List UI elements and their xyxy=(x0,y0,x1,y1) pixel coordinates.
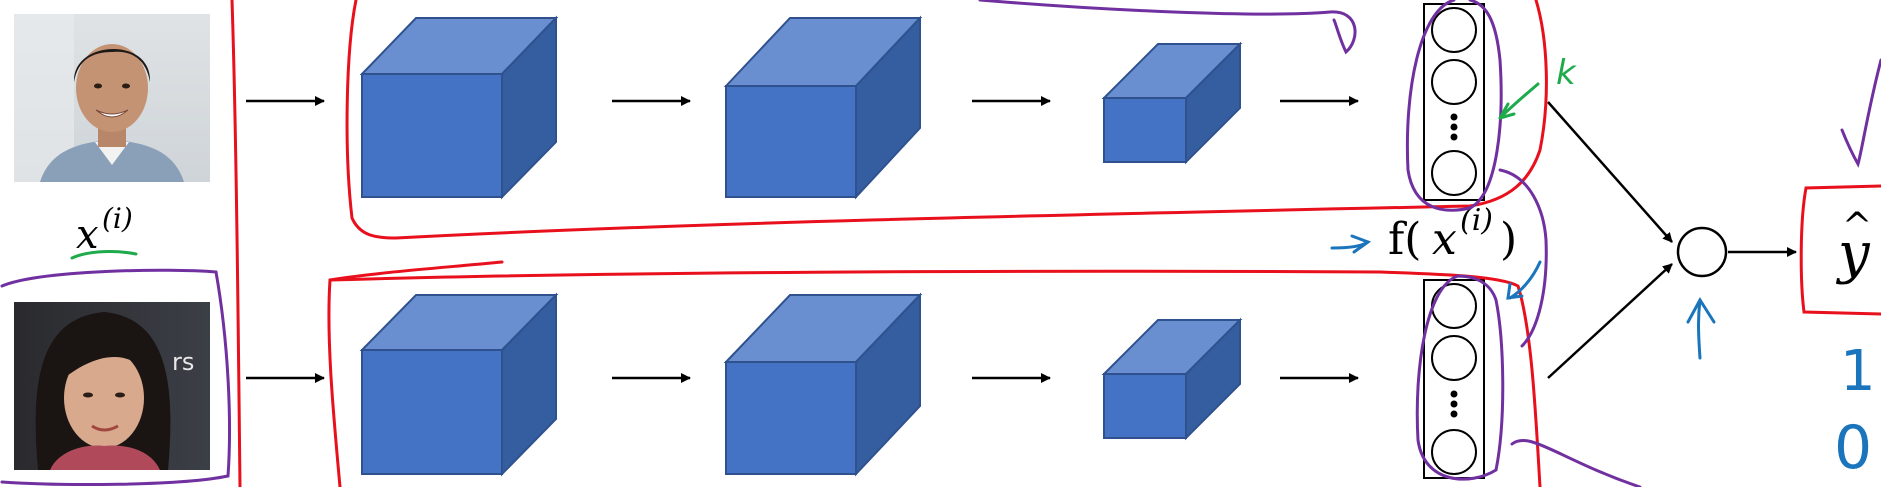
input-label-var: x xyxy=(76,212,99,258)
encoding-label: f( x (i) ) xyxy=(1388,203,1517,265)
cube-top-1 xyxy=(359,15,559,200)
converge-arrows xyxy=(1547,101,1797,379)
green-annotations xyxy=(1498,82,1540,120)
annotation-k: k xyxy=(1556,53,1577,93)
annotation-one: 1 xyxy=(1840,339,1876,404)
output-neuron xyxy=(1676,226,1728,278)
red-annotations xyxy=(230,0,1548,487)
cube-top-2 xyxy=(723,15,923,200)
input-label: x (i) xyxy=(70,202,138,260)
input-label-sup: (i) xyxy=(102,202,133,235)
output-box: y ^ xyxy=(1799,184,1881,316)
blue-annotations xyxy=(1330,234,1716,360)
output-label-hat: ^ xyxy=(1842,206,1872,247)
output-label-char: y xyxy=(1835,221,1871,286)
photo-bottom-woman: rs xyxy=(14,302,210,470)
encoding-label-var: x xyxy=(1432,214,1457,265)
encoding-label-suffix: ) xyxy=(1500,214,1517,265)
cube-bottom-2 xyxy=(723,292,923,477)
cube-bottom-1 xyxy=(359,292,559,477)
annotation-zero: 0 xyxy=(1834,413,1872,483)
encoding-vector-top xyxy=(1423,3,1485,201)
photo-background-text: rs xyxy=(172,348,194,376)
cube-bottom-3 xyxy=(1101,317,1243,441)
cube-top-3 xyxy=(1101,41,1243,165)
photo-top-man xyxy=(14,14,210,182)
encoding-label-prefix: f( xyxy=(1388,214,1421,265)
